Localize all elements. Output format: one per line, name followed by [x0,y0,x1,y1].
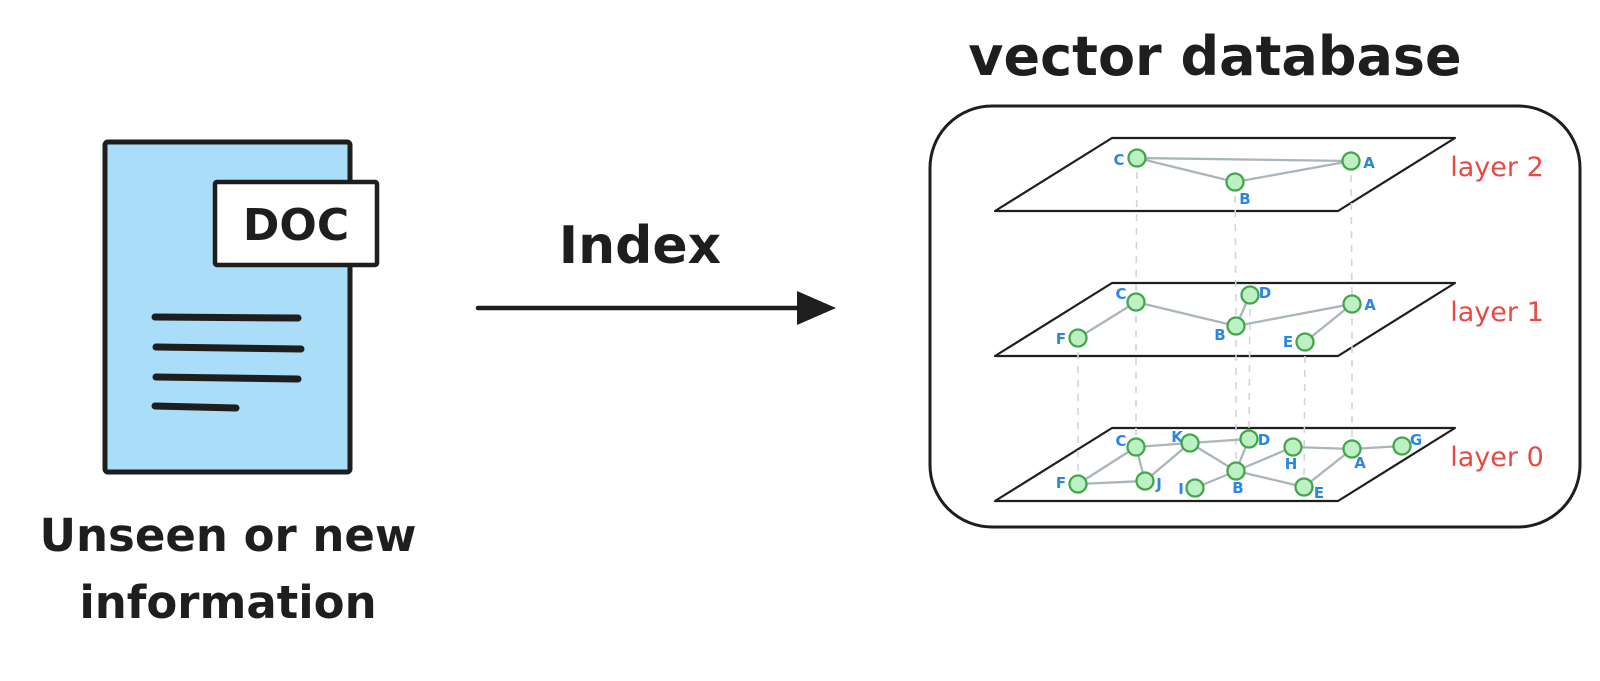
edge-C-B-layer-2 [1135,156,1237,184]
node-C-layer-1 [1126,292,1146,312]
node-H-layer-0 [1283,437,1303,457]
node-label-B-layer-0: B [1232,479,1243,497]
document-icon: DOC Unseen or new information [39,139,417,629]
node-D-layer-1 [1240,285,1260,305]
node-label-D-layer-1: D [1259,284,1271,302]
layer-plane-1 [993,281,1457,358]
edge-A-E-layer-0 [1302,447,1354,489]
node-E-layer-0 [1294,477,1314,497]
node-label-C-layer-0: C [1115,432,1126,450]
node-label-D-layer-0: D [1258,431,1270,449]
node-label-A-layer-2: A [1363,154,1375,172]
document-text-line [152,343,305,353]
layer-label-0: layer 0 [1450,442,1544,473]
edge-H-A-layer-0 [1291,445,1354,451]
node-C-layer-0 [1126,437,1146,457]
vector-database-group: vector database layer 2 layer 1 layer 0 C B A… [928,25,1582,529]
vector-database-title: vector database [968,25,1461,88]
node-B-layer-2 [1225,172,1245,192]
dashed-link-C [1135,157,1138,303]
node-label-G-layer-0: G [1410,431,1422,449]
node-F-layer-1 [1068,328,1088,348]
edge-B-E-layer-0 [1234,469,1306,489]
edge-F-C-layer-1 [1076,300,1138,340]
layer-plane-2 [993,136,1457,213]
node-B-layer-1 [1226,316,1246,336]
node-A-layer-0 [1342,439,1362,459]
node-label-C-layer-2: C [1113,151,1124,169]
node-label-F-layer-1: F [1056,330,1066,348]
index-arrow-group: Index [475,216,836,325]
node-label-H-layer-0: H [1285,455,1298,473]
node-label-K-layer-0: K [1171,428,1184,446]
index-label: Index [559,216,721,276]
node-label-E-layer-0: E [1314,484,1324,502]
document-text-line [151,313,302,322]
node-A-layer-1 [1342,294,1362,314]
node-label-A-layer-1: A [1364,296,1376,314]
edge-F-J-layer-0 [1076,479,1147,486]
dashed-link-B [1234,181,1237,327]
layer-label-2: layer 2 [1450,152,1544,183]
node-C-layer-2 [1127,148,1147,168]
node-A-layer-2 [1341,151,1361,171]
edge-B-A-layer-1 [1234,302,1354,328]
node-B-layer-0 [1226,461,1246,481]
node-label-B-layer-1: B [1214,326,1225,344]
node-D-layer-0 [1239,429,1259,449]
node-label-F-layer-0: F [1056,474,1066,492]
node-label-J-layer-0: J [1155,475,1162,493]
document-text-line [151,402,240,412]
document-text-line [152,373,302,383]
document-caption-line1: Unseen or new [39,509,416,562]
node-J-layer-0 [1135,471,1155,491]
node-label-C-layer-1: C [1115,285,1126,303]
doc-badge-label: DOC [243,200,349,251]
dashed-link-D [1248,294,1251,440]
layer-label-1: layer 1 [1450,297,1544,328]
edge-B-A-layer-2 [1233,159,1353,184]
node-label-A-layer-0: A [1354,454,1366,472]
dashed-link-A [1350,160,1353,305]
edge-C-F-layer-0 [1076,445,1138,486]
node-label-B-layer-2: B [1239,190,1250,208]
node-F-layer-0 [1068,474,1088,494]
document-caption-line2: information [79,576,376,629]
arrow-head-icon [797,291,836,325]
edge-K-J-layer-0 [1143,441,1192,483]
node-label-I-layer-0: I [1178,480,1184,498]
dashed-link-E [1303,341,1306,488]
doc-badge-box [212,179,380,268]
node-K-layer-0 [1180,433,1200,453]
edge-K-D-layer-0 [1188,437,1251,445]
node-label-E-layer-1: E [1283,333,1293,351]
edge-B-H-layer-0 [1234,445,1295,473]
edge-C-A-layer-2 [1135,156,1353,163]
edge-C-B-layer-1 [1134,300,1238,328]
node-G-layer-0 [1392,436,1412,456]
node-I-layer-0 [1185,478,1205,498]
edge-E-A-layer-1 [1303,302,1354,344]
node-E-layer-1 [1295,332,1315,352]
